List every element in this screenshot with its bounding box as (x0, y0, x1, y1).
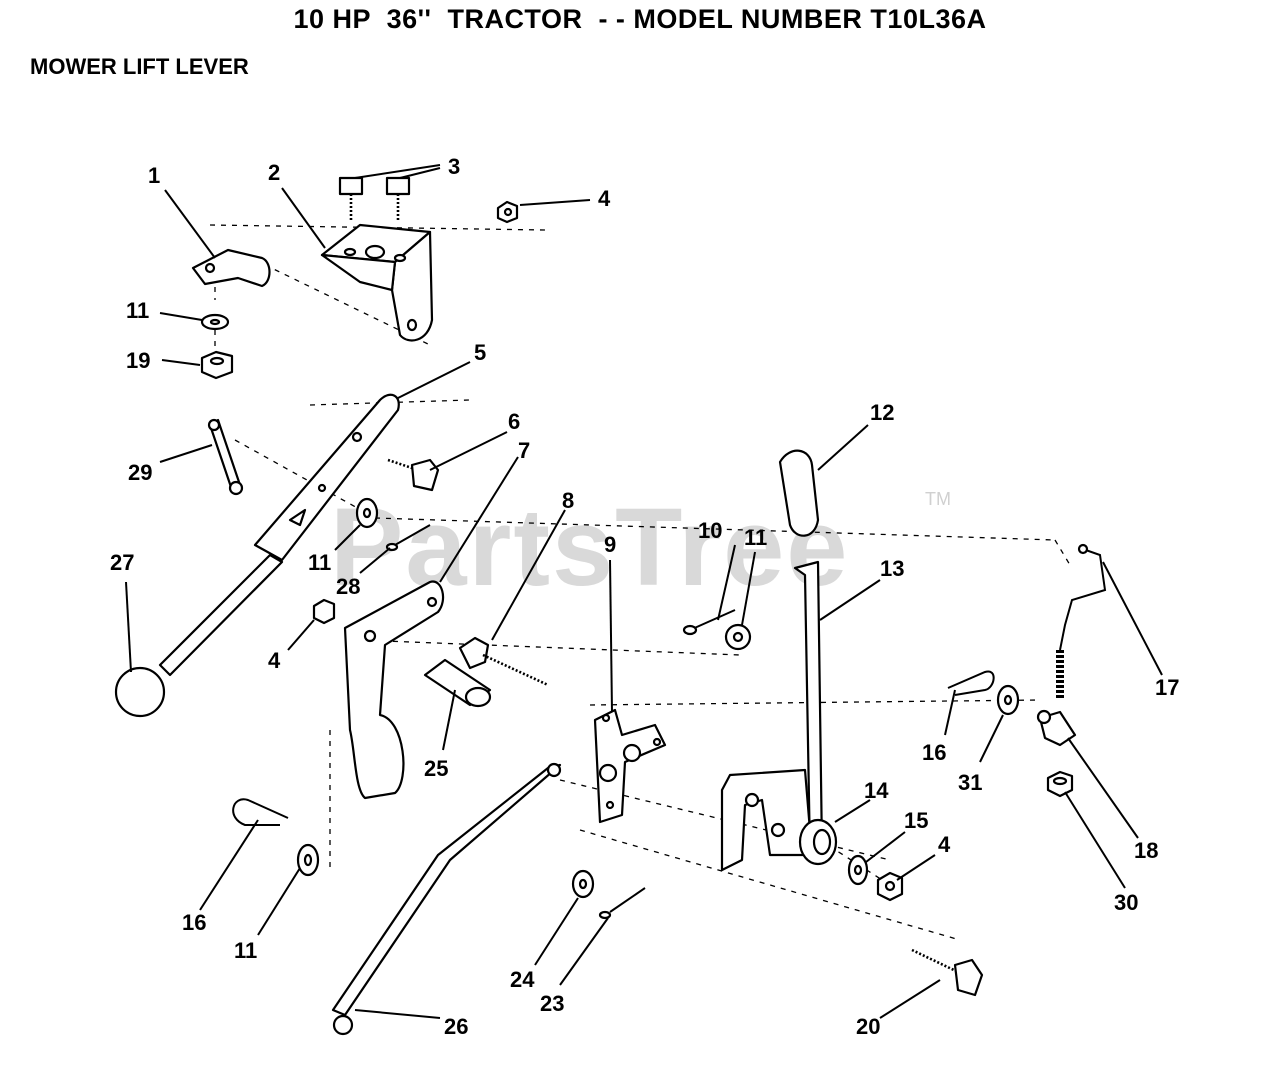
callout-11-top: 11 (126, 298, 149, 323)
callout-5: 5 (474, 340, 486, 365)
part-31-washer-hole (1003, 694, 1013, 706)
callout-labels: 1 2 3 4 11 19 5 6 7 29 8 12 10 11 9 11 2… (110, 154, 1179, 1039)
callout-7: 7 (518, 438, 530, 463)
watermark-trademark: TM (925, 489, 951, 509)
part-16-hairpin-left (232, 798, 289, 826)
part-6-bolt (387, 458, 440, 492)
callout-4-top: 4 (598, 186, 611, 211)
part-4-nut-bottom (876, 871, 904, 902)
part-28-cotter-pin (385, 524, 431, 552)
callout-9: 9 (604, 532, 616, 557)
callout-6: 6 (508, 409, 520, 434)
page-title: 10 HP 36'' TRACTOR - - MODEL NUMBER T10L… (293, 4, 987, 34)
part-23-cotter-pin (598, 887, 646, 920)
part-25-spacer (423, 658, 492, 708)
part-18-swivel (1036, 709, 1077, 747)
part-1-clip (191, 248, 271, 288)
leader-lines (125, 164, 1163, 1019)
callout-18: 18 (1134, 838, 1158, 863)
part-8-long-bolt (458, 636, 549, 687)
callout-17: 17 (1155, 675, 1179, 700)
callout-19: 19 (126, 348, 150, 373)
callout-14: 14 (864, 778, 889, 803)
section-title: MOWER LIFT LEVER (30, 54, 249, 79)
part-4-nut-top (496, 200, 519, 224)
callout-27: 27 (110, 550, 134, 575)
callout-26: 26 (444, 1014, 468, 1039)
watermark: PartsTree (330, 486, 849, 609)
part-4-nut-left (312, 598, 336, 625)
part-11-washer-center-hole (732, 631, 744, 643)
part-16-hairpin-right (947, 670, 995, 696)
part-14-bushing (798, 818, 838, 866)
callout-28: 28 (336, 574, 360, 599)
callout-2: 2 (268, 160, 280, 185)
callout-31: 31 (958, 770, 982, 795)
callout-13: 13 (880, 556, 904, 581)
part-20-bolt (911, 948, 984, 997)
callout-29: 29 (128, 460, 152, 485)
callout-16-right: 16 (922, 740, 946, 765)
callout-8: 8 (562, 488, 574, 513)
part-11-washer-bottom-hole (303, 853, 313, 867)
part-11-washer-top-hole (209, 318, 221, 326)
callout-4-bottom: 4 (938, 832, 951, 857)
part-11-washer-mid-hole (362, 507, 372, 519)
part-24-washer-hole (578, 878, 588, 890)
callout-23: 23 (540, 991, 564, 1016)
part-26-rod (331, 762, 562, 1036)
part-3-bolts (338, 176, 411, 222)
part-5-lift-arm (253, 393, 400, 562)
callout-3: 3 (448, 154, 460, 179)
part-10-cotter-pin (682, 609, 736, 636)
callout-16-left: 16 (182, 910, 206, 935)
callout-25: 25 (424, 756, 448, 781)
part-15-washer-hole (853, 864, 863, 876)
part-2-bracket (320, 223, 434, 342)
callout-20: 20 (856, 1014, 880, 1039)
callout-12: 12 (870, 400, 894, 425)
callout-24: 24 (510, 967, 535, 992)
part-30-nut (1046, 770, 1074, 798)
callout-11-center: 11 (744, 525, 767, 550)
callout-15: 15 (904, 808, 928, 833)
part-29-link (207, 418, 244, 496)
callout-10: 10 (698, 518, 722, 543)
part-19-nut (200, 350, 234, 380)
callout-30: 30 (1114, 890, 1138, 915)
callout-11-mid: 11 (308, 550, 331, 575)
part-12-handle-grip (778, 449, 820, 537)
part-7-plate (343, 580, 445, 800)
callout-11-bottom: 11 (234, 938, 257, 963)
part-17-rod (1056, 543, 1107, 700)
part-27-knob-rod (114, 553, 284, 718)
callout-4-left: 4 (268, 648, 281, 673)
callout-1: 1 (148, 163, 160, 188)
part-9-plate (593, 708, 667, 824)
